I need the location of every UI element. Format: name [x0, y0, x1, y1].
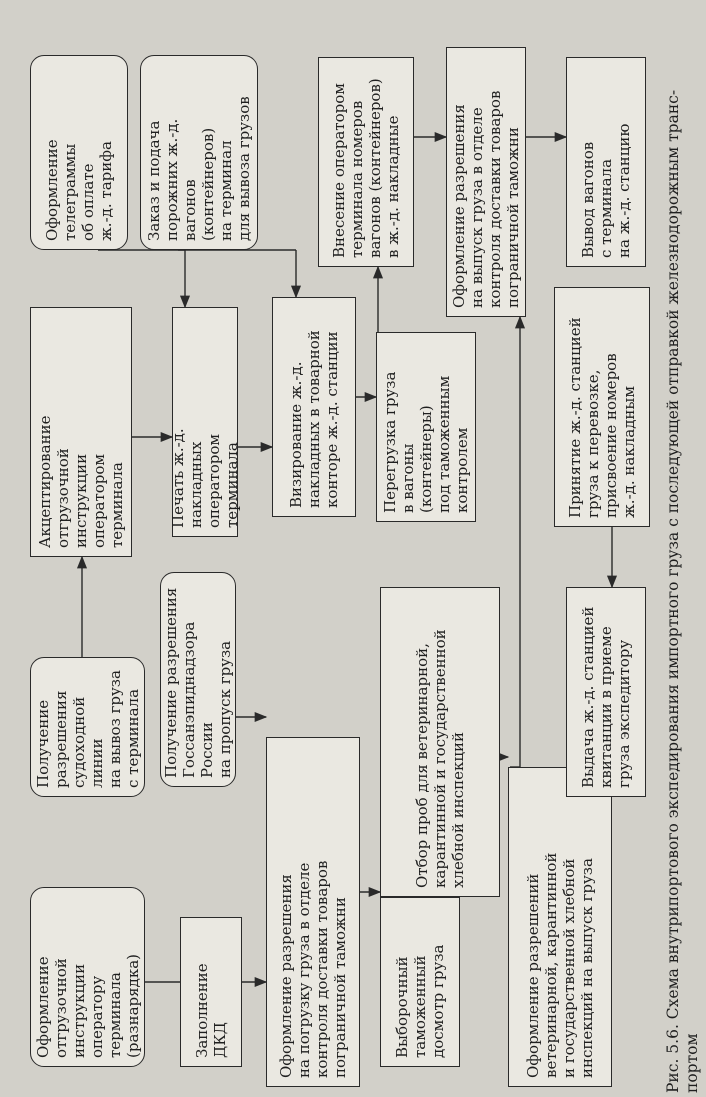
box-text: Отбор проб для ветеринарной, карантинной…	[413, 629, 467, 888]
box-waybill-visa: Визирование ж.-д. накладных в товарной к…	[272, 297, 356, 517]
box-text: Выборочный таможенный досмотр груза	[393, 944, 447, 1058]
box-text: Перегрузка груза в вагоны (контейнеры) п…	[381, 371, 471, 513]
box-text: Вывод вагонов с терминала на ж.-д. станц…	[579, 123, 633, 258]
box-dkd: Заполнение ДКД	[180, 917, 242, 1067]
box-text: Визирование ж.-д. накладных в товарной к…	[287, 330, 341, 508]
box-tariff-telegram: Оформление телеграммы об оплате ж.-д. та…	[30, 55, 128, 250]
box-release-customs: Оформление разрешения на выпуск груза в …	[446, 47, 526, 317]
box-text: Печать ж.-д. накладных оператором термин…	[169, 428, 241, 528]
box-text: Выдача ж.-д. станцией квитанции в приеме…	[579, 606, 633, 788]
box-cargo-acceptance: Принятие ж.-д. станцией груза к перевозк…	[554, 287, 650, 527]
box-wagon-removal: Вывод вагонов с терминала на ж.-д. станц…	[566, 57, 646, 267]
box-reloading: Перегрузка груза в вагоны (контейнеры) п…	[376, 332, 476, 522]
box-text: Оформление отгрузочной инструкции операт…	[33, 954, 142, 1058]
box-text: Внесение оператором терминала номеров ва…	[330, 78, 402, 258]
box-loading-permission: Оформление разрешения на погрузку груза …	[266, 737, 360, 1087]
box-text: Принятие ж.-д. станцией груза к перевозк…	[566, 317, 638, 518]
box-sampling: Отбор проб для ветеринарной, карантинной…	[380, 587, 500, 897]
box-release-permissions: Оформление разрешений ветеринарной, кара…	[508, 767, 612, 1087]
box-waybill-print: Печать ж.-д. накладных оператором термин…	[169, 307, 241, 537]
box-text: Заполнение ДКД	[193, 963, 229, 1058]
box-sanitary-permission: Получение разрешения Госсанэпиднадзора Р…	[160, 572, 236, 787]
box-customs-inspection: Выборочный таможенный досмотр груза	[380, 897, 460, 1067]
box-text: Оформление разрешений ветеринарной, кара…	[524, 852, 596, 1078]
figure-caption: Рис. 5.6. Схема внутрипортового экспедир…	[664, 89, 701, 1093]
box-text: Оформление разрешения на выпуск груза в …	[450, 90, 522, 308]
box-text: Оформление разрешения на погрузку груза …	[277, 860, 349, 1078]
box-text: Заказ и подача порожних ж.-д. вагонов (к…	[145, 96, 253, 241]
box-text: Получение разрешения судоходной линии на…	[33, 670, 142, 788]
box-wagon-numbers: Внесение оператором терминала номеров ва…	[318, 57, 414, 267]
box-text: Акцептирование отгрузочной инструкции оп…	[36, 415, 126, 548]
box-instruction-acceptance: Акцептирование отгрузочной инструкции оп…	[30, 307, 132, 557]
box-empty-wagons-order: Заказ и подача порожних ж.-д. вагонов (к…	[140, 55, 258, 250]
box-receipt-issue: Выдача ж.-д. станцией квитанции в приеме…	[566, 587, 646, 797]
box-text: Оформление телеграммы об оплате ж.-д. та…	[43, 139, 115, 241]
box-line-permission: Получение разрешения судоходной линии на…	[30, 657, 145, 797]
box-text: Получение разрешения Госсанэпиднадзора Р…	[162, 587, 234, 778]
box-shipping-instruction: Оформление отгрузочной инструкции операт…	[30, 887, 145, 1067]
